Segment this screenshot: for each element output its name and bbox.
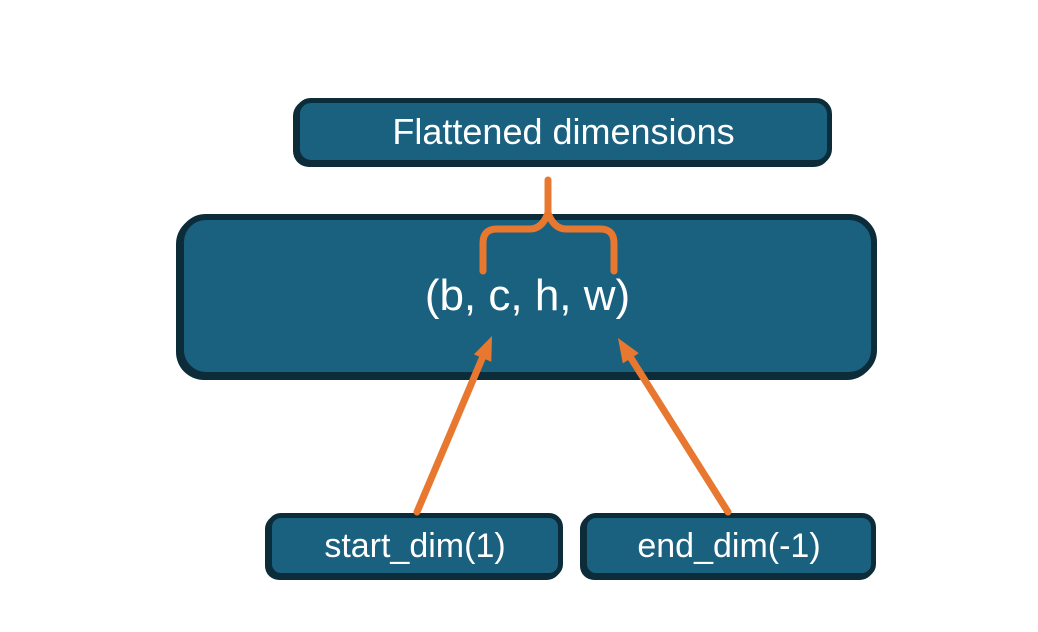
end-dim-arrow-shaft (625, 351, 732, 516)
tensor-tuple-box: (b, c, h, w) (178, 214, 877, 378)
flattened-dimensions-label: Flattened dimensions (392, 110, 735, 152)
end-dim-box: end_dim(-1) (582, 513, 876, 578)
start-dim-label: start_dim(1) (324, 526, 506, 565)
tensor-tuple-label: (b, c, h, w) (424, 271, 631, 320)
start-dim-box: start_dim(1) (267, 513, 563, 578)
flattened-dimensions-box: Flattened dimensions (295, 98, 832, 165)
end-dim-label: end_dim(-1) (637, 526, 821, 565)
